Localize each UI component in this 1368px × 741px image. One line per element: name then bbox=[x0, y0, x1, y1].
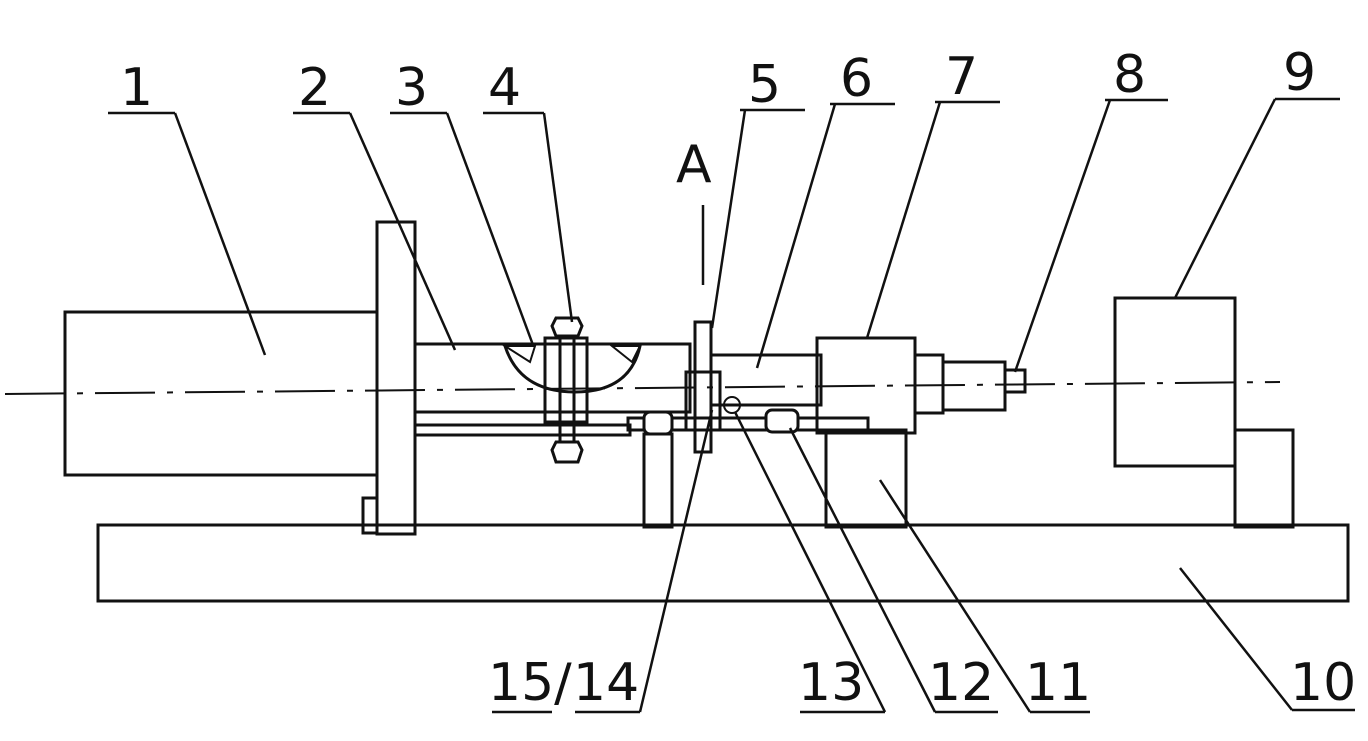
callout-8: 8 bbox=[1015, 45, 1168, 372]
probe-tip bbox=[1005, 370, 1025, 392]
svg-text:5: 5 bbox=[748, 55, 781, 115]
lower-rod bbox=[415, 425, 630, 435]
bushing-left bbox=[644, 412, 672, 434]
svg-text:8: 8 bbox=[1113, 45, 1146, 105]
bushing-right bbox=[766, 410, 798, 432]
callout-10: 10 bbox=[1180, 568, 1356, 713]
support-left bbox=[644, 434, 672, 527]
callout-1: 1 bbox=[108, 58, 265, 355]
svg-text:15/: 15/ bbox=[488, 653, 572, 713]
svg-text:7: 7 bbox=[945, 47, 978, 107]
callout-9: 9 bbox=[1175, 43, 1340, 298]
bottom-nut bbox=[552, 442, 582, 462]
svg-text:4: 4 bbox=[488, 58, 521, 118]
callout-5: 5 bbox=[712, 55, 805, 328]
shaft-tube bbox=[415, 344, 690, 412]
callout-2: 2 bbox=[293, 58, 455, 350]
callout-13: 13 bbox=[735, 412, 885, 713]
svg-text:3: 3 bbox=[395, 58, 428, 118]
svg-text:6: 6 bbox=[840, 49, 873, 109]
mounting-plate bbox=[377, 222, 415, 534]
top-nut bbox=[552, 318, 582, 336]
svg-text:14: 14 bbox=[573, 653, 639, 713]
svg-text:10: 10 bbox=[1290, 653, 1356, 713]
svg-text:13: 13 bbox=[798, 653, 864, 713]
base-plate bbox=[98, 525, 1348, 601]
plate-foot bbox=[363, 498, 377, 533]
svg-text:1: 1 bbox=[120, 58, 153, 118]
clamp-block bbox=[545, 338, 587, 422]
svg-text:2: 2 bbox=[298, 58, 331, 118]
sensor-stand bbox=[1235, 430, 1293, 527]
housing-neck bbox=[915, 355, 943, 413]
support-center bbox=[826, 430, 906, 527]
center-line bbox=[5, 382, 1280, 394]
svg-text:9: 9 bbox=[1283, 43, 1316, 103]
callout-15: 15/ bbox=[488, 653, 572, 713]
callout-7: 7 bbox=[867, 47, 1000, 338]
section-marker-label: A bbox=[676, 135, 712, 195]
svg-text:12: 12 bbox=[928, 653, 994, 713]
svg-text:11: 11 bbox=[1025, 653, 1091, 713]
callout-4: 4 bbox=[483, 58, 572, 322]
